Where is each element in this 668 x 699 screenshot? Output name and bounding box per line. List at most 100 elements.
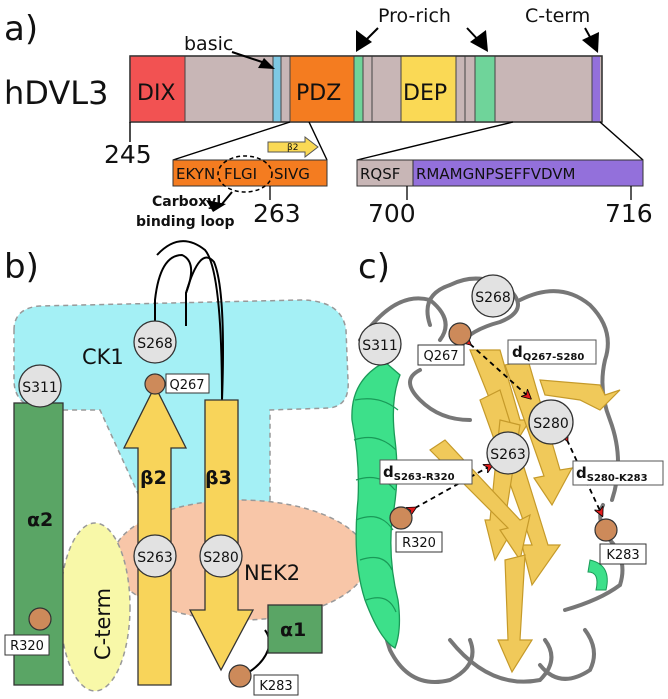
residue-k283-label: K283 [259,679,292,694]
pdz-label: PDZ [296,81,341,106]
residue-q267 [144,373,166,395]
helix-stripes [353,398,399,613]
pdz-zoom-line-right [308,121,328,161]
c-residue-s311-label: S311 [362,338,398,354]
c-residue-k283 [594,518,618,542]
pdz-seq-right: SIVG [274,165,310,183]
residue-r320-label: R320 [10,639,44,654]
pro-rich-stripe-1 [354,56,363,122]
r320-tag [4,634,50,656]
residue-s280 [199,534,243,578]
helix-a1-label: α1 [280,619,306,641]
distance-label-box-2 [379,459,473,485]
c-term-arrowhead [582,32,599,53]
c-residue-s268-label: S268 [475,290,511,306]
carboxyl-loop-ellipse [217,155,273,193]
panel-c-label: c) [358,247,390,287]
pdz-sequence-box [172,159,328,187]
cterm-seq-purple-box [412,159,644,187]
panel-a-label: a) [4,9,38,49]
helix-alpha1 [587,559,608,591]
residue-s263 [133,534,177,578]
dix-domain [130,56,185,122]
residue-s263-label: S263 [137,550,173,566]
residue-s268-label: S268 [137,336,173,352]
c-residue-q267-label: Q267 [423,349,458,364]
pro-rich-arrowhead-right [470,30,488,52]
dix-label: DIX [137,81,176,106]
position-263: 263 [253,199,301,228]
residue-s280-label: S280 [203,550,239,566]
c-residue-s280-label: S280 [533,416,569,432]
residue-r320 [28,607,52,631]
distance-label-3: dS280-K283 [576,464,648,484]
carboxyl-arrowhead [206,200,226,212]
beta2-strand-arrow [267,135,319,159]
residue-q267-label: Q267 [169,378,204,393]
dep-domain [401,56,456,122]
c-r320-tag [395,531,443,553]
strand-b2-label: β2 [140,467,167,489]
position-716: 716 [605,199,653,228]
c-residue-s280 [528,399,574,445]
cterm-zoom-line-left [356,121,514,161]
position-700: 700 [368,199,416,228]
residue-s311-label: S311 [22,380,58,396]
pro-rich-arrowhead-left [356,30,372,52]
distance-label-box-3 [572,460,664,486]
panel-b-label: b) [4,247,39,287]
distance-label-box-1 [507,339,597,365]
c-residue-r320 [389,506,413,530]
c-residue-k283-label: K283 [606,548,639,563]
position-245: 245 [104,140,152,169]
c-residue-r320-label: R320 [402,536,436,551]
ck1-label: CK1 [82,345,124,369]
ck1-region [13,299,349,521]
cterm-seq-grey: RQSF [360,165,400,183]
helix-a1 [267,604,323,654]
c-term-region [59,522,131,692]
distance-arrow-q267-s280 [470,344,530,398]
carboxyl-arrow-line [221,191,233,205]
c-term-region-label: C-term [91,588,115,660]
helix-a2-label: α2 [27,509,53,531]
pdz-seq-left: EKYN [176,165,215,183]
cterm-seq-purple: RMAMGNPSEFFVDVM [416,165,575,183]
loop-top [156,240,223,401]
helix-alpha2 [351,361,401,649]
cterm-region [592,56,600,122]
nek2-label: NEK2 [244,561,300,585]
c-residue-s268 [471,274,515,318]
basic-annotation: basic [184,33,233,55]
domain-bar: DIX PDZ DEP [129,55,603,123]
strand-b3-label: β3 [205,467,232,489]
c-residue-q267 [448,322,472,346]
k283-tag [253,674,299,696]
carboxyl-label-1: Carboxyl [152,194,221,210]
distance-arrow-s263-r320 [415,465,492,508]
distance-arrow-s280-k283 [567,440,602,515]
residue-s311 [18,364,62,408]
loop-beta2-beta3 [185,256,224,401]
beta2-strand-label: β2 [287,143,298,153]
residue-k283 [228,664,252,688]
c-k283-tag [599,543,647,565]
protein-body [129,55,603,123]
beta-sheet [429,349,621,674]
c-term-annotation: C-term [525,5,590,27]
protein-label: hDVL3 [4,74,108,112]
c-residue-s263 [486,431,530,475]
c-q267-tag [417,344,465,366]
residue-s268 [133,320,177,364]
carboxyl-label-2: binding loop [136,214,235,230]
cterm-zoom-line-right [599,121,644,161]
c-residue-s263-label: S263 [490,447,526,463]
basic-arrowhead [258,58,275,69]
pdz-domain [290,56,354,122]
distance-label-2: dS263-R320 [383,463,455,483]
c-residue-s311 [358,322,402,366]
dep-label: DEP [403,81,447,106]
pdz-seq-loop: FLGI [224,165,257,183]
basic-region [273,56,281,122]
